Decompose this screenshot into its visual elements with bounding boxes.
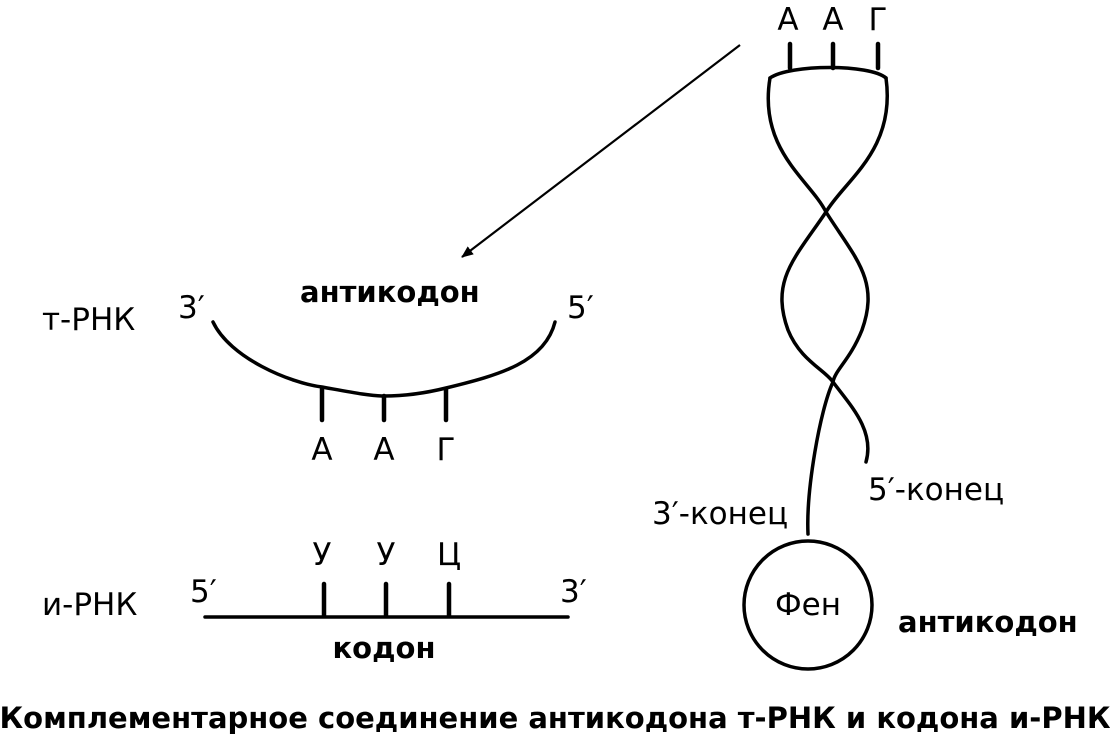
- trna-end-3: 3′: [178, 290, 205, 326]
- mrna-end-5: 5′: [190, 574, 217, 610]
- trna-fragment: т-РНК 3′ 5′ антикодон А А Г: [42, 275, 594, 468]
- amino-acid-circle: [742, 539, 874, 671]
- mrna-end-3: 3′: [560, 574, 587, 610]
- mrna-base-2: У: [377, 537, 396, 573]
- trna-anticodon-loop: [768, 65, 888, 80]
- amino-acid-label: Фен: [775, 587, 841, 623]
- trna-end-5: 5′: [567, 290, 594, 326]
- trna-label: т-РНК: [42, 302, 135, 338]
- trna-end-3-label: 3′-конец: [652, 496, 788, 532]
- pointer-arrow: [461, 44, 741, 258]
- mrna-base-3: Ц: [437, 537, 461, 573]
- mrna-codon-label: кодон: [333, 631, 436, 665]
- mrna-label: и-РНК: [42, 587, 137, 623]
- mrna-base-1: У: [313, 537, 332, 573]
- trna-base-1: А: [311, 432, 332, 468]
- trna-end-5-label: 5′-конец: [868, 472, 1004, 508]
- trna-top-base-1: А: [777, 2, 798, 38]
- mrna-fragment: и-РНК 5′ 3′ У У Ц кодон: [42, 537, 587, 665]
- figure-caption: Комплементарное соединение антикодона т-…: [0, 701, 1110, 735]
- trna-strand-b: [780, 76, 889, 536]
- trna-anticodon-label: антикодон: [300, 275, 480, 309]
- trna-structure: А А Г 5′-конец 3′-конец Фен антикодон: [652, 2, 1078, 671]
- trna-top-base-3: Г: [869, 2, 888, 38]
- trna-backbone: [211, 320, 557, 398]
- trna-structure-anticodon-label: антикодон: [898, 605, 1078, 639]
- trna-strand-a: [766, 76, 870, 464]
- trna-top-base-2: А: [822, 2, 843, 38]
- trna-base-2: А: [373, 432, 394, 468]
- trna-base-3: Г: [437, 432, 456, 468]
